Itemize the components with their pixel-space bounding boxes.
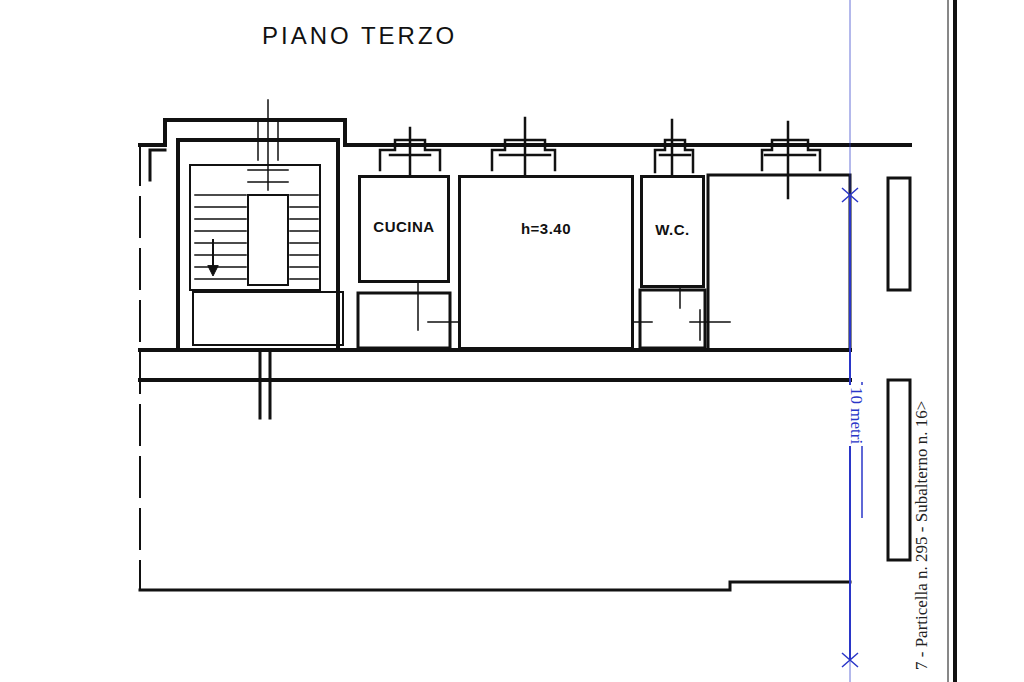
stair-wall: [178, 140, 338, 350]
room-label-group: W.C.: [655, 221, 690, 238]
wall: [888, 380, 910, 560]
plan-title: PIANO TERZO: [262, 22, 457, 50]
room-box: CUCINA: [358, 175, 450, 283]
stair-steps: [195, 100, 318, 279]
dimension-line: [842, 0, 862, 682]
room-label: W.C.: [655, 221, 690, 238]
corridor-wall: [140, 378, 850, 382]
stair-arrowhead: [208, 266, 218, 276]
dimension-label: 10 metri: [846, 385, 866, 446]
room-label-group: h=3.40: [521, 220, 571, 237]
room-label: h=3.40: [521, 220, 571, 237]
parcel-note: 7 - Particella n. 295 - Subalterno n. 16…: [912, 399, 932, 672]
wall: [888, 178, 910, 290]
room-box: h=3.40: [458, 175, 634, 350]
left-wall: [139, 145, 141, 590]
stair: [190, 165, 320, 290]
closet: [640, 290, 705, 348]
wall: [150, 150, 165, 180]
frame-line: [953, 0, 957, 682]
stair-core: [248, 195, 288, 285]
room-label-group: CUCINA: [373, 218, 434, 235]
landing: [193, 292, 343, 345]
room: [708, 175, 850, 350]
room-box: W.C.: [640, 175, 705, 288]
wall: [260, 350, 270, 418]
closet: [358, 293, 450, 348]
bottom-wall: [140, 582, 850, 590]
frame-line: [948, 0, 949, 682]
room-label: CUCINA: [373, 218, 434, 235]
